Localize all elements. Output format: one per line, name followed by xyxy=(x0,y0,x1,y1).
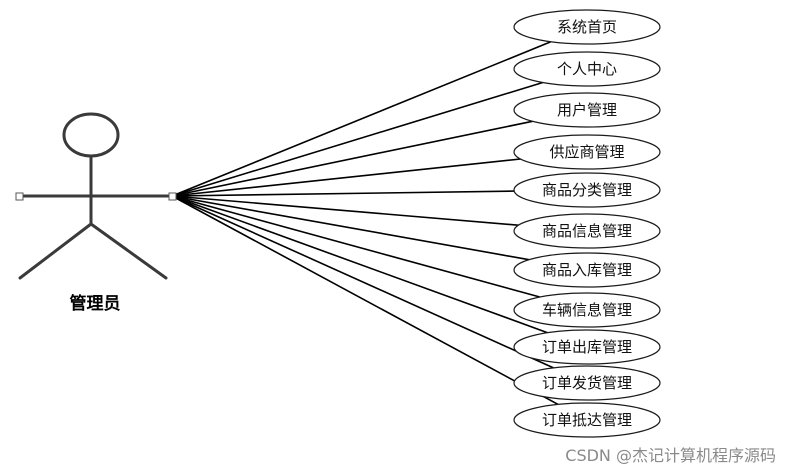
use-case: 用户管理 xyxy=(513,92,661,128)
use-case: 订单出库管理 xyxy=(513,329,661,365)
actor-name: 管理员 xyxy=(70,293,121,314)
use-case-list: 系统首页个人中心用户管理供应商管理商品分类管理商品信息管理商品入库管理车辆信息管… xyxy=(513,9,661,438)
use-case-ellipse xyxy=(513,51,661,87)
use-case-label: 商品入库管理 xyxy=(542,261,632,279)
association-line xyxy=(171,41,552,197)
use-case: 供应商管理 xyxy=(513,134,661,170)
use-case: 商品信息管理 xyxy=(513,213,661,249)
actor-right-leg xyxy=(89,222,168,280)
use-case-label: 个人中心 xyxy=(557,60,617,78)
association-line xyxy=(171,190,515,197)
actor-head xyxy=(62,112,120,158)
use-case-label: 用户管理 xyxy=(557,101,617,119)
actor-left-leg xyxy=(18,222,93,280)
use-case-label: 商品信息管理 xyxy=(542,222,632,240)
association-line xyxy=(171,158,521,197)
use-case-ellipse xyxy=(513,252,661,288)
association-line xyxy=(171,195,530,261)
association-line xyxy=(171,81,544,197)
association-lines xyxy=(171,41,559,406)
use-case: 订单发货管理 xyxy=(513,365,661,401)
association-line xyxy=(171,195,559,406)
use-case-ellipse xyxy=(513,213,661,249)
use-case-label: 商品分类管理 xyxy=(542,181,632,199)
association-line xyxy=(171,195,541,298)
use-case-ellipse xyxy=(513,9,661,45)
use-case-label: 订单发货管理 xyxy=(542,374,632,392)
use-case-ellipse xyxy=(513,402,661,438)
use-case-ellipse xyxy=(513,365,661,401)
use-case-ellipse xyxy=(513,92,661,128)
actor-figure: 管理员 xyxy=(15,112,177,314)
use-case-label: 系统首页 xyxy=(557,18,617,36)
use-case: 系统首页 xyxy=(513,9,661,45)
association-line xyxy=(171,195,554,369)
association-line xyxy=(171,195,519,226)
use-case-label: 供应商管理 xyxy=(549,143,624,161)
use-case: 个人中心 xyxy=(513,51,661,87)
use-case-ellipse xyxy=(513,172,661,208)
association-line xyxy=(171,195,548,334)
use-case-label: 订单抵达管理 xyxy=(542,411,632,429)
use-case: 商品入库管理 xyxy=(513,252,661,288)
use-case-label: 车辆信息管理 xyxy=(542,301,632,319)
use-case: 商品分类管理 xyxy=(513,172,661,208)
use-case-ellipse xyxy=(513,329,661,365)
actor-connection-handle-left xyxy=(15,192,24,201)
use-case-label: 订单出库管理 xyxy=(542,338,632,356)
watermark-text: CSDN @杰记计算机程序源码 xyxy=(565,446,776,465)
use-case: 车辆信息管理 xyxy=(513,292,661,328)
use-case: 订单抵达管理 xyxy=(513,402,661,438)
association-line xyxy=(171,120,533,197)
actor-connection-handle-right xyxy=(168,192,177,201)
use-case-ellipse xyxy=(513,292,661,328)
use-case-ellipse xyxy=(513,134,661,170)
